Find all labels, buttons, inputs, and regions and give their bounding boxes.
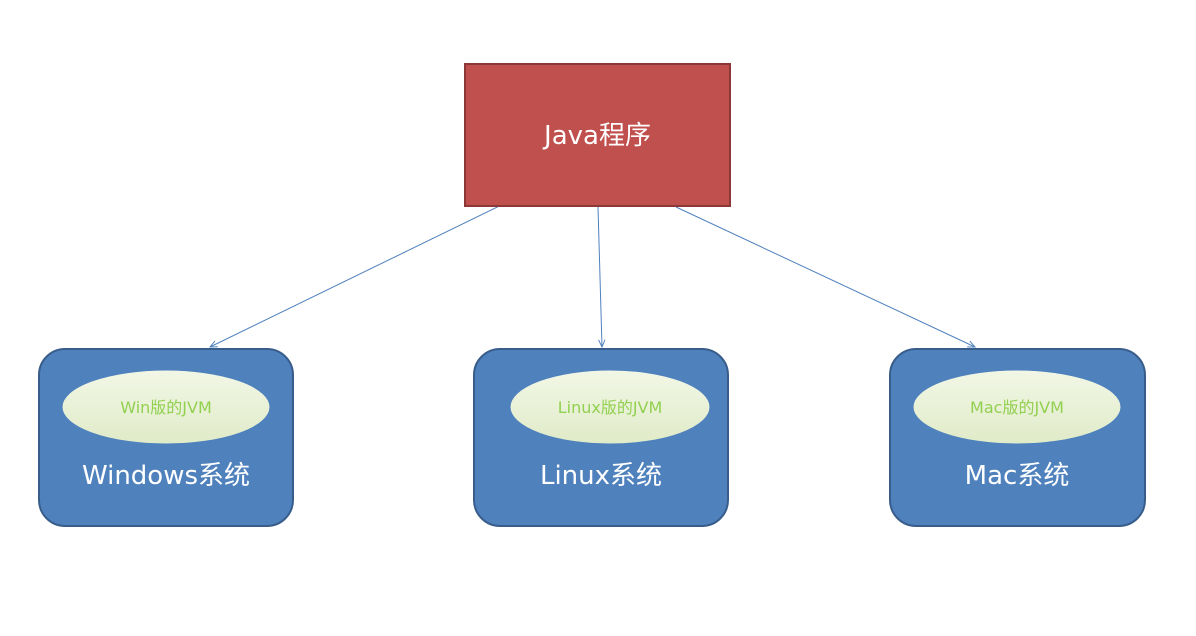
windows-jvm-ellipse — [61, 369, 271, 445]
windows-jvm-label: Win版的JVM — [120, 398, 212, 417]
mac-jvm-label: Mac版的JVM — [970, 398, 1064, 417]
linux-system-node: Linux版的JVM Linux系统 — [473, 348, 729, 527]
mac-system-node: Mac版的JVM Mac系统 — [889, 348, 1146, 527]
connector-to-windows — [210, 195, 521, 347]
java-program-node: Java程序 — [464, 63, 731, 207]
connector-to-mac — [675, 206, 975, 347]
windows-system-node: Win版的JVM Windows系统 — [38, 348, 294, 527]
linux-jvm-ellipse — [509, 369, 711, 445]
linux-jvm-label: Linux版的JVM — [558, 398, 663, 417]
java-program-box — [464, 63, 731, 207]
java-program-label: Java程序 — [542, 121, 651, 151]
windows-system-label: Windows系统 — [82, 461, 250, 491]
mac-jvm-ellipse — [912, 369, 1122, 445]
linux-system-label: Linux系统 — [540, 461, 662, 491]
connector-to-linux — [597, 206, 602, 347]
mac-system-label: Mac系统 — [965, 461, 1070, 491]
